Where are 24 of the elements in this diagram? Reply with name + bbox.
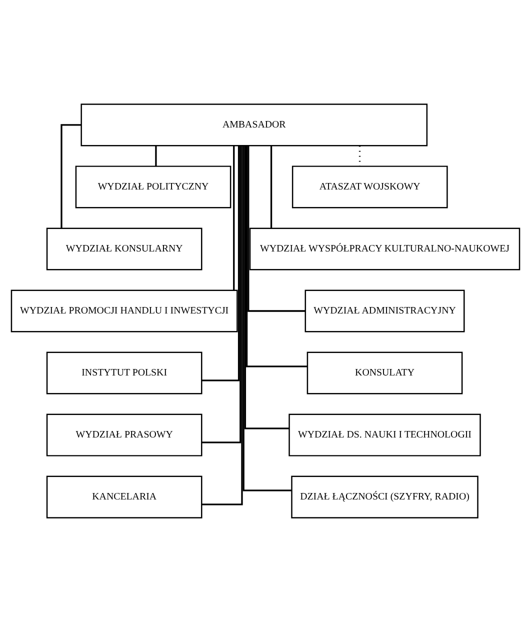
node-box: WYDZIAŁ POLITYCZNY: [75, 166, 232, 208]
connector: [202, 146, 243, 506]
node-box: WYDZIAŁ WYSPÓŁPRACY KULTURALNO-NAUKOWEJ: [249, 228, 520, 270]
connector: [233, 146, 235, 290]
node-box: WYDZIAŁ PRASOWY: [46, 414, 202, 456]
node-box: DZIAŁ ŁĄCZNOŚCI (SZYFRY, RADIO): [291, 476, 478, 518]
connector: [270, 146, 272, 228]
connector: [60, 124, 82, 228]
node-box: WYDZIAŁ KONSULARNY: [46, 228, 202, 270]
node-box: WYDZIAŁ PROMOCJI HANDLU I INWESTYCJI: [10, 290, 238, 332]
node-box: WYDZIAŁ ADMINISTRACYJNY: [304, 290, 465, 332]
node-box: AMBASADOR: [80, 104, 428, 146]
connector: [248, 146, 306, 312]
connector: [244, 146, 289, 430]
connector: [242, 146, 292, 492]
connector: [202, 146, 240, 382]
node-box: ATASZAT WOJSKOWY: [292, 166, 448, 208]
node-box: KONSULATY: [306, 352, 463, 394]
node-box: KANCELARIA: [46, 476, 202, 518]
node-box: INSTYTUT POLSKI: [46, 352, 202, 394]
connector: [246, 146, 308, 368]
connector: [155, 146, 157, 166]
connector: [202, 146, 242, 444]
node-box: WYDZIAŁ DS. NAUKI I TECHNOLOGII: [288, 414, 481, 456]
